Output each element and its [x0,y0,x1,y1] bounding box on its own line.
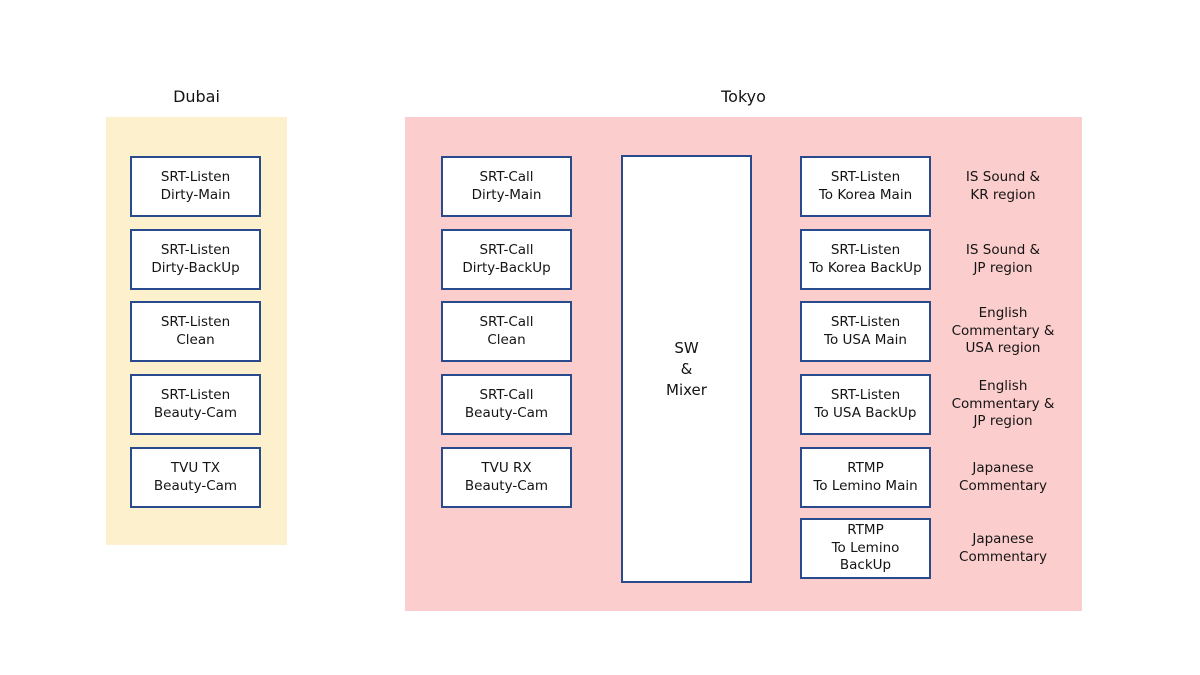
dubai-region-title: Dubai [173,87,220,106]
tokyo-region-title: Tokyo [721,87,766,106]
node-srt-listen-to-korea-main: SRT-Listen To Korea Main [800,156,931,217]
node-tvu-tx-beauty-cam: TVU TX Beauty-Cam [130,447,261,508]
annotation-lemino-backup: Japanese Commentary [959,530,1047,565]
annotation-korea-backup: IS Sound & JP region [965,241,1041,276]
node-rtmp-to-lemino-main: RTMP To Lemino Main [800,447,931,508]
node-srt-call-beauty-cam: SRT-Call Beauty-Cam [441,374,572,435]
annotation-usa-backup: English Commentary & JP region [951,377,1055,430]
node-srt-call-dirty-main: SRT-Call Dirty-Main [441,156,572,217]
annotation-usa-main: English Commentary & USA region [951,304,1055,357]
annotation-korea-main: IS Sound & KR region [965,168,1041,203]
node-srt-call-clean: SRT-Call Clean [441,301,572,362]
node-srt-listen-to-korea-backup: SRT-Listen To Korea BackUp [800,229,931,290]
annotation-lemino-main: Japanese Commentary [959,459,1047,494]
node-rtmp-to-lemino-backup: RTMP To Lemino BackUp [800,518,931,579]
node-srt-listen-to-usa-main: SRT-Listen To USA Main [800,301,931,362]
node-srt-listen-clean: SRT-Listen Clean [130,301,261,362]
node-tvu-rx-beauty-cam: TVU RX Beauty-Cam [441,447,572,508]
node-srt-call-dirty-backup: SRT-Call Dirty-BackUp [441,229,572,290]
node-srt-listen-beauty-cam: SRT-Listen Beauty-Cam [130,374,261,435]
node-srt-listen-dirty-backup: SRT-Listen Dirty-BackUp [130,229,261,290]
node-srt-listen-to-usa-backup: SRT-Listen To USA BackUp [800,374,931,435]
node-srt-listen-dirty-main: SRT-Listen Dirty-Main [130,156,261,217]
node-sw-mixer: SW & Mixer [621,155,752,583]
